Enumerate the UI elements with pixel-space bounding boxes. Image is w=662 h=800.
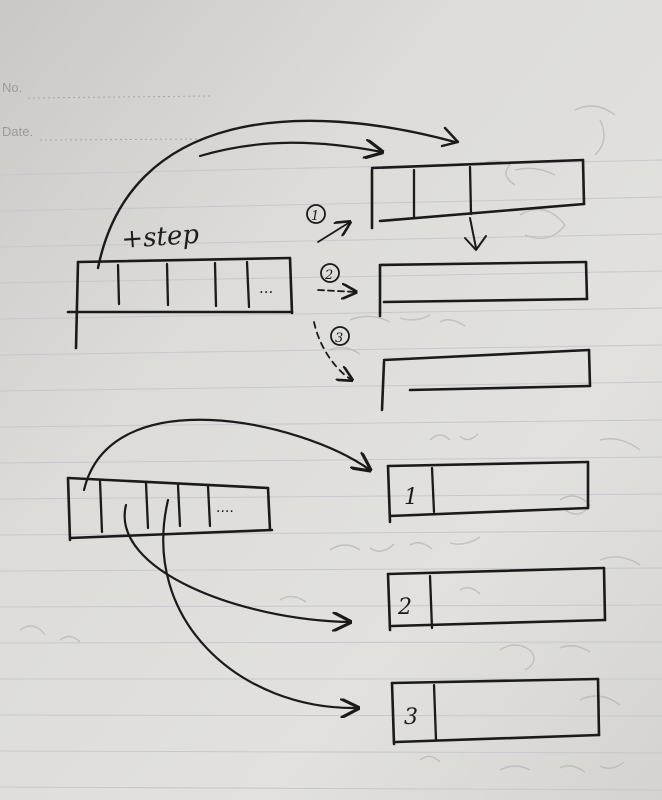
top-array-ellipsis: ...	[259, 279, 273, 297]
box-3: 3	[390, 677, 601, 746]
no-dotted-line	[27, 95, 211, 99]
step-2-marker: 2	[317, 263, 356, 292]
step-3-marker: 3	[313, 321, 352, 380]
top-source-array: ...	[66, 256, 294, 350]
step-3-array	[380, 348, 592, 412]
box-1-number: 1	[404, 485, 418, 510]
step-2-array	[378, 260, 589, 318]
date-label: Date.	[2, 124, 33, 139]
arrow-to-box-1	[82, 418, 370, 492]
box-2-number: 2	[397, 595, 412, 620]
step-3-number: 3	[335, 331, 343, 346]
strided-array	[370, 158, 586, 230]
down-arrow-icon	[464, 217, 487, 251]
bottom-array-ellipsis: ....	[216, 500, 234, 516]
box-1: 1	[386, 460, 590, 524]
bottom-source-array: ....	[66, 476, 274, 542]
box-3-number: 3	[404, 705, 418, 730]
arrow-to-box-2	[123, 503, 350, 622]
no-label: No.	[2, 80, 22, 95]
arrow-to-strided-array-inner	[198, 143, 382, 156]
arrow-to-box-3	[162, 498, 358, 708]
header-fields: No. Date.	[2, 80, 211, 141]
step-2-number: 2	[324, 268, 333, 283]
arrow-to-strided-array	[96, 119, 457, 270]
bleed-through-writing	[19, 105, 641, 773]
step-label: +step	[120, 220, 200, 255]
arrow-to-strided-array-head	[440, 126, 460, 148]
step-1-marker: 1	[306, 204, 350, 243]
box-2: 2	[386, 566, 607, 632]
step-1-number: 1	[311, 209, 319, 224]
ruled-lines	[0, 159, 662, 791]
date-dotted-line	[39, 138, 211, 141]
